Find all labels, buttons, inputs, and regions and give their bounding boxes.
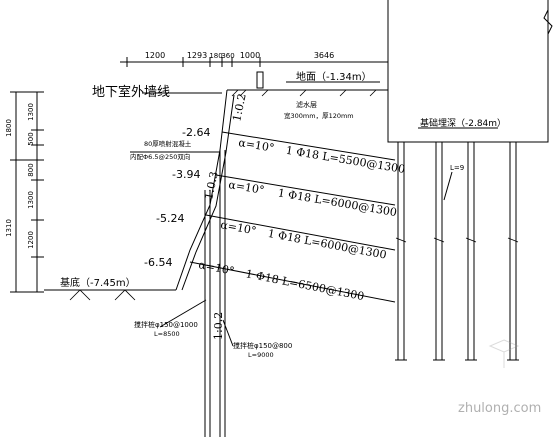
pile-a-length: L=8500	[154, 330, 180, 338]
anchor-spec-3: 1 Φ18 L=6000@1300	[267, 227, 388, 262]
top-dim-5: 1000	[240, 51, 260, 60]
top-dim-4: 360	[221, 52, 234, 60]
drain-spec-label: 宽300mm，厚120mm	[284, 111, 354, 120]
break-mark	[543, 9, 553, 35]
watermark-logo	[488, 339, 520, 368]
mixing-pile-b	[219, 150, 226, 437]
anchor-level-4: -6.54	[144, 256, 172, 269]
anchor-level-3: -5.24	[156, 212, 184, 225]
foundation-depth-label: 基础埋深（-2.84m）	[420, 117, 506, 129]
anchor-line-1	[221, 131, 396, 161]
anchor-level-1: -2.64	[182, 126, 210, 139]
left-dim-5: 1300	[27, 191, 35, 209]
left-dim-3: 500	[27, 132, 35, 145]
shotcrete-label: 80厚喷射混凝土	[144, 139, 192, 148]
drain-layer-label: 滤水层	[296, 100, 317, 109]
pile-b-label: 搅拌桩φ150@800	[233, 341, 292, 350]
pile-tag-leader	[443, 171, 453, 201]
pit-bottom-hatch	[69, 289, 136, 301]
left-dim-6: 1200	[27, 231, 35, 249]
anchor-line-3	[205, 214, 396, 251]
anchor-line-4	[189, 261, 396, 303]
anchor-line-2	[215, 174, 396, 206]
left-dim-1: 1800	[5, 119, 13, 137]
pile-a-label: 搅拌桩φ150@1000	[134, 320, 198, 329]
left-dim-2: 1300	[27, 103, 35, 121]
pile-b-length: L=9000	[248, 351, 274, 359]
top-dim-3: 180	[209, 52, 222, 60]
wall-label: 地下室外墙线	[92, 84, 170, 100]
slope-label-mid: 1:0.3	[202, 170, 221, 200]
anchor-spec-2: 1 Φ18 L=6000@1300	[277, 186, 398, 219]
mixing-pile-a	[204, 190, 211, 437]
drain-layer-marker	[256, 71, 264, 89]
slope-label-upper: 1:0.2	[230, 92, 249, 122]
anchor-angle-4: α=10°	[197, 258, 235, 278]
left-dim-ticks	[10, 91, 44, 293]
pit-bottom-label: 基底（-7.45m）	[60, 276, 136, 289]
top-dim-2: 1293	[187, 51, 207, 60]
anchor-spec-1: 1 Φ18 L=5500@1300	[285, 144, 406, 176]
watermark-text: zhulong.com	[458, 401, 541, 416]
top-dim-ticks	[126, 57, 389, 67]
pile-b-leader	[222, 319, 234, 347]
anchor-angle-2: α=10°	[228, 178, 266, 197]
pile-a-leader	[159, 299, 207, 328]
top-dim-1: 1200	[145, 51, 165, 60]
ground-label: 地面（-1.34m）	[296, 70, 372, 83]
anchor-spec-4: 1 Φ18 L=6500@1300	[245, 267, 366, 303]
ground-hatch	[231, 89, 377, 97]
foundation-piles	[395, 142, 519, 361]
anchor-level-2: -3.94	[172, 168, 200, 181]
left-dim-7: 1310	[5, 219, 13, 237]
top-dim-6: 3646	[314, 51, 334, 60]
anchor-angle-1: α=10°	[238, 136, 276, 155]
left-dim-4: 800	[27, 163, 35, 176]
mesh-label: 内配Φ6.5@250双向	[130, 152, 190, 161]
slope-label-lower: 1:0.2	[212, 312, 225, 340]
pile-joints	[395, 237, 519, 243]
anchor-angle-3: α=10°	[219, 218, 257, 237]
pile-tag: L=9	[450, 164, 464, 172]
